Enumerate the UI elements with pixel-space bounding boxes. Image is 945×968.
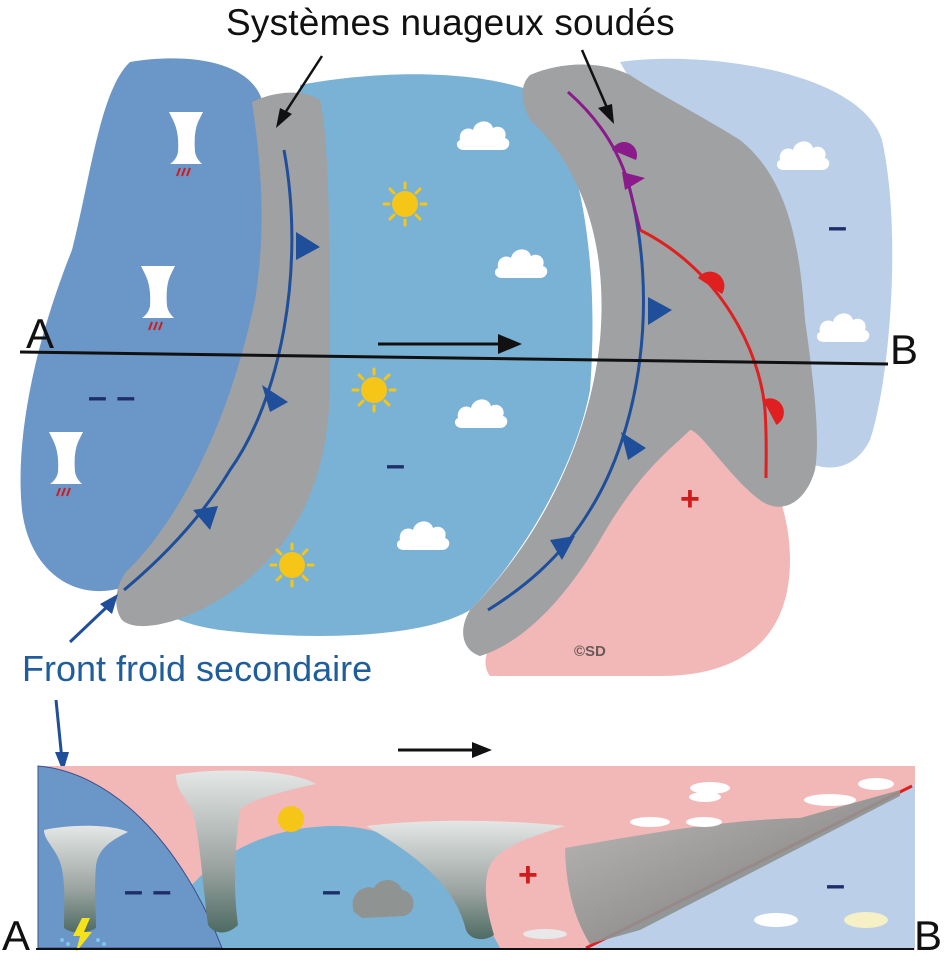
map-high: + [680,480,700,518]
section-low-mid: – [322,872,341,910]
map-low-mid: – [386,446,405,484]
sun-icon [351,367,397,413]
section-storm-cloud [44,825,128,933]
warm-sector [485,420,790,676]
sun-icon [269,542,315,588]
cold-front-triangles-west [193,232,320,530]
section-frontal-cloud [565,790,900,944]
section-low-east: – [826,866,845,904]
secondary-front-label: Front froid secondaire [22,648,373,689]
section-point-b: B [914,912,943,959]
section-cumulus [352,879,414,918]
cold-front-triangles-east [550,297,672,560]
lightning-icon [73,918,92,952]
map-low-east: – [828,208,847,246]
map-low-strong: – – [88,378,136,416]
warm-front [639,228,768,479]
occlusion-symbols [612,142,645,190]
movement-arrow [378,334,522,354]
map-point-a: A [26,310,55,357]
section-point-a: A [2,912,31,959]
section-high-clouds [523,778,894,939]
section-low-cloud [844,912,888,928]
map-point-b: B [890,326,919,373]
section-line-ab [19,350,889,366]
warm-front-semicircles [698,271,784,425]
diagram-title: Systèmes nuageux soudés [226,2,675,43]
credit: ©SD [574,643,606,660]
section-low-strong: – – [124,872,172,910]
title-pointer-arrows [276,49,614,128]
section-cool-air [150,825,500,948]
section-cumulonimbus [366,820,565,940]
section-movement-arrow [398,742,492,758]
section-high: + [518,856,538,894]
secondary-cold-front [123,149,294,592]
cloud-band-west [116,92,331,627]
section-cumulonimbus [176,770,316,933]
rain-icon [60,938,106,946]
cold-front-east [487,181,645,612]
sun-icon [278,806,304,832]
secondary-front-arrow [54,594,118,772]
sun-icon [382,181,428,227]
